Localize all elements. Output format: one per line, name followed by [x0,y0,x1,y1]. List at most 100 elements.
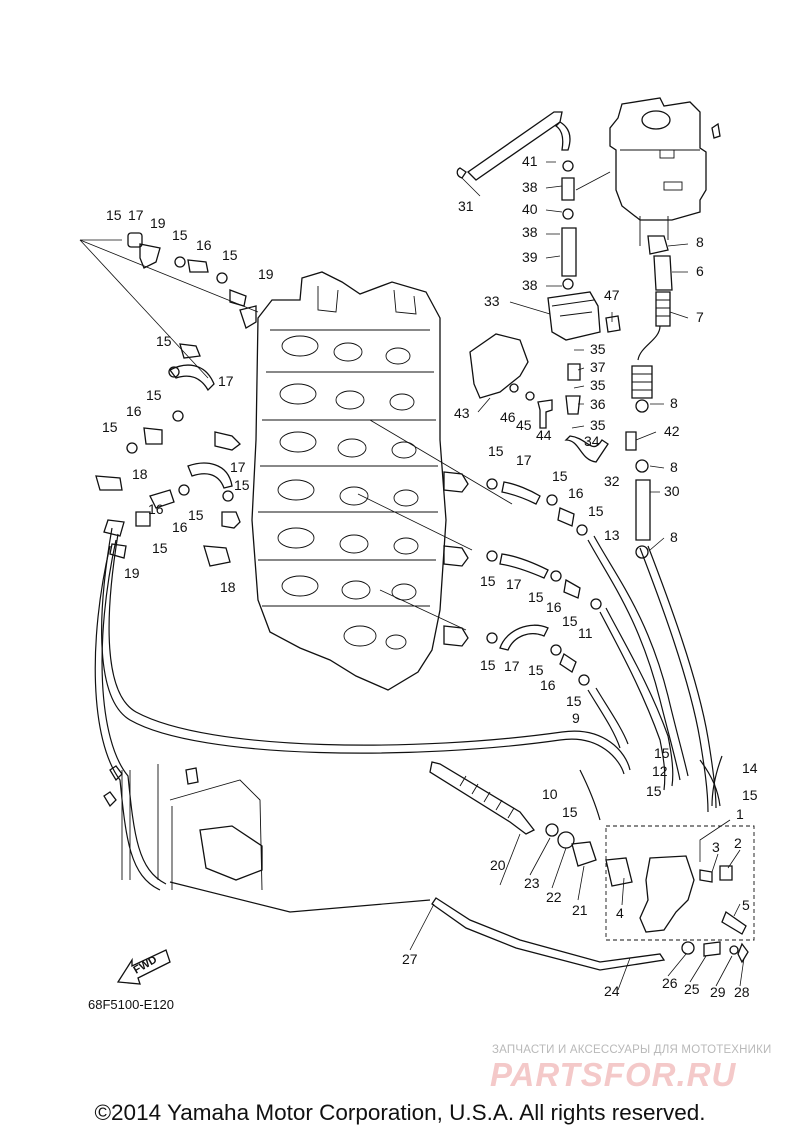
callout-15: 15 [488,443,504,459]
callout-16: 16 [568,485,584,501]
callout-23: 23 [524,875,540,891]
callout-15: 15 [156,333,172,349]
leader-lines [409,161,745,991]
callout-35: 35 [590,377,606,393]
callout-31: 31 [458,198,474,214]
callout-30: 30 [664,483,680,499]
oil-tank-drawing [456,97,721,559]
callout-25: 25 [684,981,700,997]
callout-15: 15 [654,745,670,761]
copyright-notice: ©2014 Yamaha Motor Corporation, U.S.A. A… [94,1100,706,1125]
callout-45: 45 [516,417,532,433]
callout-6: 6 [696,263,704,279]
callout-44: 44 [536,427,552,443]
callout-15: 15 [172,227,188,243]
callout-5: 5 [742,897,750,913]
drawing-code: 68F5100-E120 [88,997,175,1012]
callout-21: 21 [572,902,588,918]
callout-9: 9 [572,710,580,726]
callout-17: 17 [230,459,246,475]
callout-15: 15 [742,787,758,803]
callout-15: 15 [106,207,122,223]
callout-33: 33 [484,293,500,309]
callout-38: 38 [522,277,538,293]
callout-16: 16 [126,403,142,419]
callout-12: 12 [652,763,668,779]
callout-4: 4 [616,905,624,921]
callout-41: 41 [522,153,538,169]
callout-8: 8 [670,395,678,411]
callout-15: 15 [562,613,578,629]
callout-15: 15 [222,247,238,263]
callout-47: 47 [604,287,620,303]
callout-43: 43 [454,405,470,421]
callout-14: 14 [742,760,758,776]
callout-16: 16 [540,677,556,693]
callout-37: 37 [590,359,606,375]
callout-1: 1 [736,806,744,822]
callout-36: 36 [590,396,606,412]
callout-32: 32 [604,473,620,489]
callout-42: 42 [664,423,680,439]
callout-10: 10 [542,786,558,802]
callout-15: 15 [588,503,604,519]
callout-35: 35 [590,341,606,357]
lower-linkage-drawing [103,761,755,985]
right-hose-assembly [357,419,723,821]
callout-28: 28 [734,984,750,1000]
callout-8: 8 [696,234,704,250]
callout-17: 17 [218,373,234,389]
callout-24: 24 [604,983,620,999]
callout-38: 38 [522,179,538,195]
callout-15: 15 [528,662,544,678]
left-hose-assembly [79,232,631,891]
callout-15: 15 [480,657,496,673]
callout-16: 16 [148,501,164,517]
callout-2: 2 [734,835,742,851]
callout-26: 26 [662,975,678,991]
callout-19: 19 [124,565,140,581]
callout-17: 17 [128,207,144,223]
callout-18: 18 [220,579,236,595]
callout-15: 15 [146,387,162,403]
callout-22: 22 [546,889,562,905]
callout-15: 15 [566,693,582,709]
callout-8: 8 [670,529,678,545]
callout-17: 17 [504,658,520,674]
callout-46: 46 [500,409,516,425]
callout-29: 29 [710,984,726,1000]
callout-13: 13 [604,527,620,543]
callout-15: 15 [102,419,118,435]
callout-16: 16 [196,237,212,253]
cylinder-block-drawing [214,271,469,691]
callout-17: 17 [506,576,522,592]
callout-15: 15 [528,589,544,605]
callout-15: 15 [552,468,568,484]
callout-15: 15 [646,783,662,799]
callout-34: 34 [584,433,600,449]
watermark-logo: PARTSFOR.RU [490,1056,737,1093]
callout-17: 17 [516,452,532,468]
callout-40: 40 [522,201,538,217]
callout-20: 20 [490,857,506,873]
callout-7: 7 [696,309,704,325]
callout-38: 38 [522,224,538,240]
callout-19: 19 [258,266,274,282]
callout-11: 11 [578,625,593,641]
callout-18: 18 [132,466,148,482]
callout-27: 27 [402,951,418,967]
callout-16: 16 [546,599,562,615]
callout-3: 3 [712,839,720,855]
callout-8: 8 [670,459,678,475]
callout-15: 15 [234,477,250,493]
callout-15: 15 [562,804,578,820]
callout-15: 15 [152,540,168,556]
callout-labels: 1 2 3 4 5 6 7 8 8 8 8 9 10 11 12 13 14 1… [102,153,758,1000]
callout-39: 39 [522,249,538,265]
callout-35: 35 [590,417,606,433]
callout-16: 16 [172,519,188,535]
callout-19: 19 [150,215,166,231]
fwd-label: FWD [132,954,160,977]
callout-15: 15 [188,507,204,523]
